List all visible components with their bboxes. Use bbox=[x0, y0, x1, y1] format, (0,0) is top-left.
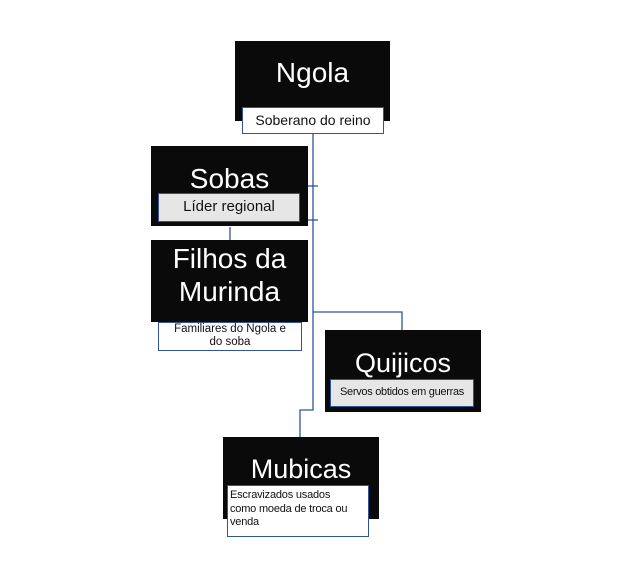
node-ngola-label: Soberano do reino bbox=[242, 107, 384, 134]
node-filhos-label-line2: do soba bbox=[209, 336, 251, 348]
node-filhos-da-murinda: Filhos da Murinda bbox=[151, 240, 308, 322]
node-filhos-title-line2: Murinda bbox=[178, 276, 281, 307]
node-mubicas-label: Escravizados usados como moeda de troca … bbox=[227, 485, 369, 537]
node-filhos-label: Familiares do Ngola e do soba bbox=[158, 322, 302, 351]
node-mubicas-label-line1: Escravizados usados bbox=[230, 489, 331, 501]
branch-to-mubicas bbox=[299, 312, 314, 437]
node-filhos-title-line1: Filhos da bbox=[172, 243, 287, 274]
node-quijicos-label: Servos obtidos em guerras bbox=[330, 379, 474, 407]
node-sobas-label: Líder regional bbox=[158, 193, 300, 222]
branch-to-quijicos bbox=[313, 311, 403, 330]
node-ngola-title: Ngola bbox=[275, 57, 350, 88]
node-mubicas-label-line2: como moeda de troca ou bbox=[230, 502, 348, 515]
node-mubicas-label-line3: venda bbox=[230, 516, 259, 528]
node-sobas-title: Sobas bbox=[189, 163, 270, 194]
node-mubicas-title: Mubicas bbox=[250, 454, 352, 484]
node-filhos-label-line1: Familiares do Ngola e bbox=[174, 323, 286, 335]
node-quijicos-title: Quijicos bbox=[354, 348, 452, 378]
